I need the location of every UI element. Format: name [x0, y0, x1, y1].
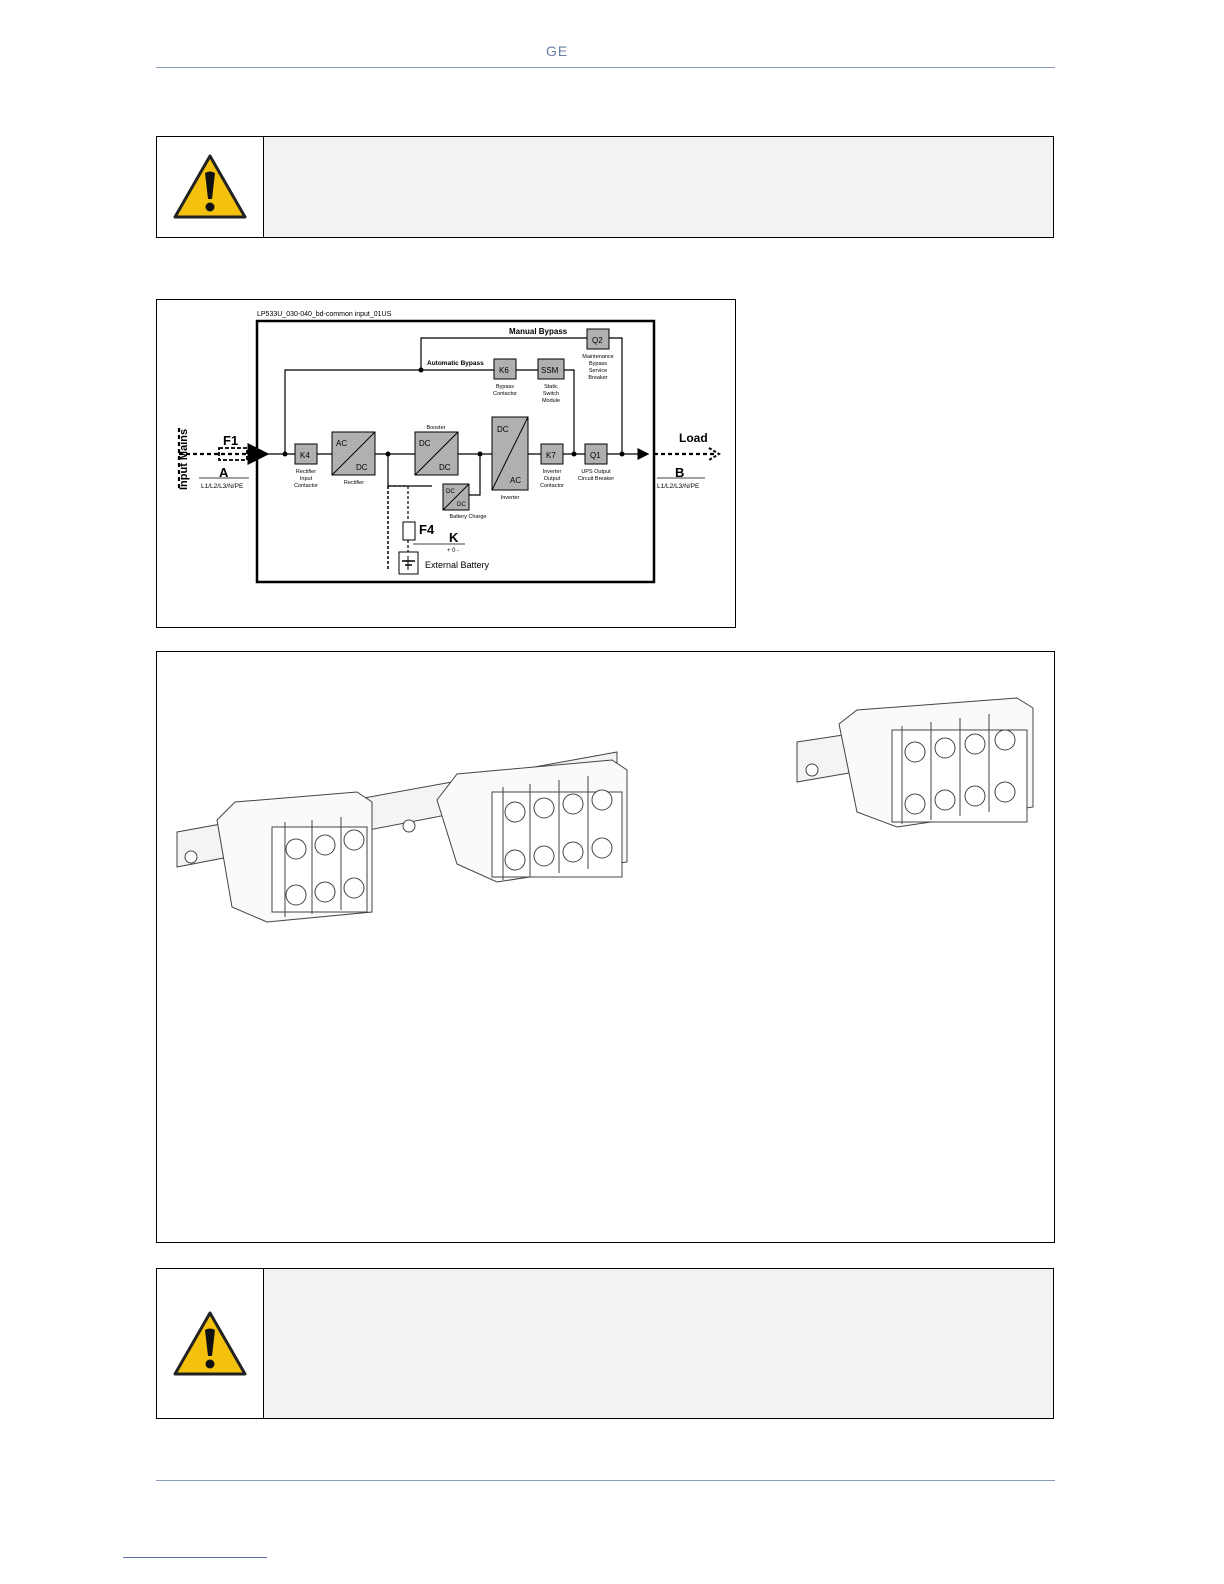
- manual-bypass-label: Manual Bypass: [509, 327, 568, 336]
- charger-desc: Battery Charge: [450, 514, 487, 520]
- ssm-desc-2: Switch: [543, 391, 559, 397]
- ssm-desc-1: Static: [544, 384, 558, 390]
- k4-rectifier-contactor: [294, 443, 318, 465]
- rectifier-dc: DC: [356, 463, 368, 472]
- q1-desc-1: UPS Output: [581, 469, 611, 475]
- fuse-f1: [218, 447, 248, 461]
- fuse-f4: [402, 521, 416, 541]
- q2-desc-2: Bypass: [589, 361, 607, 367]
- k7-desc-2: Output: [544, 476, 561, 482]
- q2-desc-3: Service: [589, 368, 607, 374]
- a-label: A: [219, 465, 229, 480]
- q2-maintenance-breaker: [586, 328, 610, 350]
- k4-desc-2: Input: [300, 476, 313, 482]
- terminal-block-group-right: [796, 697, 1034, 828]
- warning-box-top: [156, 136, 1054, 238]
- input-mains-label: Input Mains: [178, 429, 190, 490]
- b-sub-label: L1/L2/L3/N/PE: [657, 483, 700, 490]
- ups-block-diagram: LP533U_030-040_bd-common input_01US Inpu…: [177, 311, 721, 584]
- k7-inverter-contactor: [540, 443, 564, 465]
- inverter-desc: Inverter: [501, 495, 520, 501]
- b-label: B: [675, 465, 684, 480]
- rectifier-desc: Rectifier: [344, 480, 364, 486]
- q1-output-breaker: [584, 443, 608, 465]
- k-label: K: [449, 530, 459, 545]
- f1-label: F1: [223, 433, 238, 448]
- k4-label: K4: [300, 451, 310, 460]
- footer-rule: [156, 1480, 1055, 1481]
- external-battery-label: External Battery: [425, 560, 490, 570]
- load-label: Load: [679, 431, 708, 445]
- header-brand: GE: [546, 43, 569, 59]
- terminal-block-group-middle: [402, 759, 628, 883]
- f4-label: F4: [419, 522, 435, 537]
- automatic-bypass-label: Automatic Bypass: [427, 360, 484, 367]
- q2-label: Q2: [592, 336, 603, 345]
- q2-desc-1: Maintenance: [582, 354, 614, 360]
- k6-desc-2: Contactor: [493, 391, 517, 397]
- inverter-dc: DC: [497, 425, 509, 434]
- ssm-label: SSM: [541, 366, 559, 375]
- k7-desc-3: Contactor: [540, 483, 564, 489]
- warning-icon-cell: [157, 1269, 264, 1418]
- q1-desc-2: Circuit Breaker: [578, 476, 615, 482]
- terminal-blocks-figure: [156, 651, 1055, 1243]
- terminal-block-group-left: [184, 791, 373, 923]
- footer-link-underline[interactable]: [123, 1557, 267, 1558]
- k6-label: K6: [499, 366, 509, 375]
- booster-dc-out: DC: [439, 463, 451, 472]
- ssm-desc-3: Module: [542, 398, 560, 404]
- a-sub-label: L1/L2/L3/N/PE: [201, 483, 244, 490]
- k-sub-label: + 0 -: [447, 548, 459, 554]
- inverter-ac: AC: [510, 476, 521, 485]
- terminal-blocks-illustration: [176, 697, 1034, 923]
- diagram-file-label: LP533U_030-040_bd-common input_01US: [257, 311, 392, 318]
- q1-label: Q1: [590, 451, 601, 460]
- k7-desc-1: Inverter: [543, 469, 562, 475]
- warning-icon-cell: [157, 137, 264, 237]
- header-rule: [156, 67, 1055, 68]
- k4-desc-3: Contactor: [294, 483, 318, 489]
- block-diagram-frame: LP533U_030-040_bd-common input_01US Inpu…: [156, 299, 736, 628]
- warning-box-bottom: [156, 1268, 1054, 1419]
- k6-desc-1: Bypass: [496, 384, 514, 390]
- warning-triangle-icon: [173, 154, 247, 219]
- ssm-static-switch: [537, 358, 565, 380]
- rectifier-ac: AC: [336, 439, 347, 448]
- k7-label: K7: [546, 451, 556, 460]
- k4-desc-1: Rectifier: [296, 469, 316, 475]
- warning-triangle-icon: [173, 1311, 247, 1375]
- booster-title: Booster: [427, 425, 446, 431]
- charger-dc-in: DC: [446, 489, 455, 495]
- k6-bypass-contactor: [493, 358, 517, 380]
- booster-dc-in: DC: [419, 439, 431, 448]
- q2-desc-4: Breaker: [588, 375, 607, 381]
- charger-dc-out: DC: [457, 502, 466, 508]
